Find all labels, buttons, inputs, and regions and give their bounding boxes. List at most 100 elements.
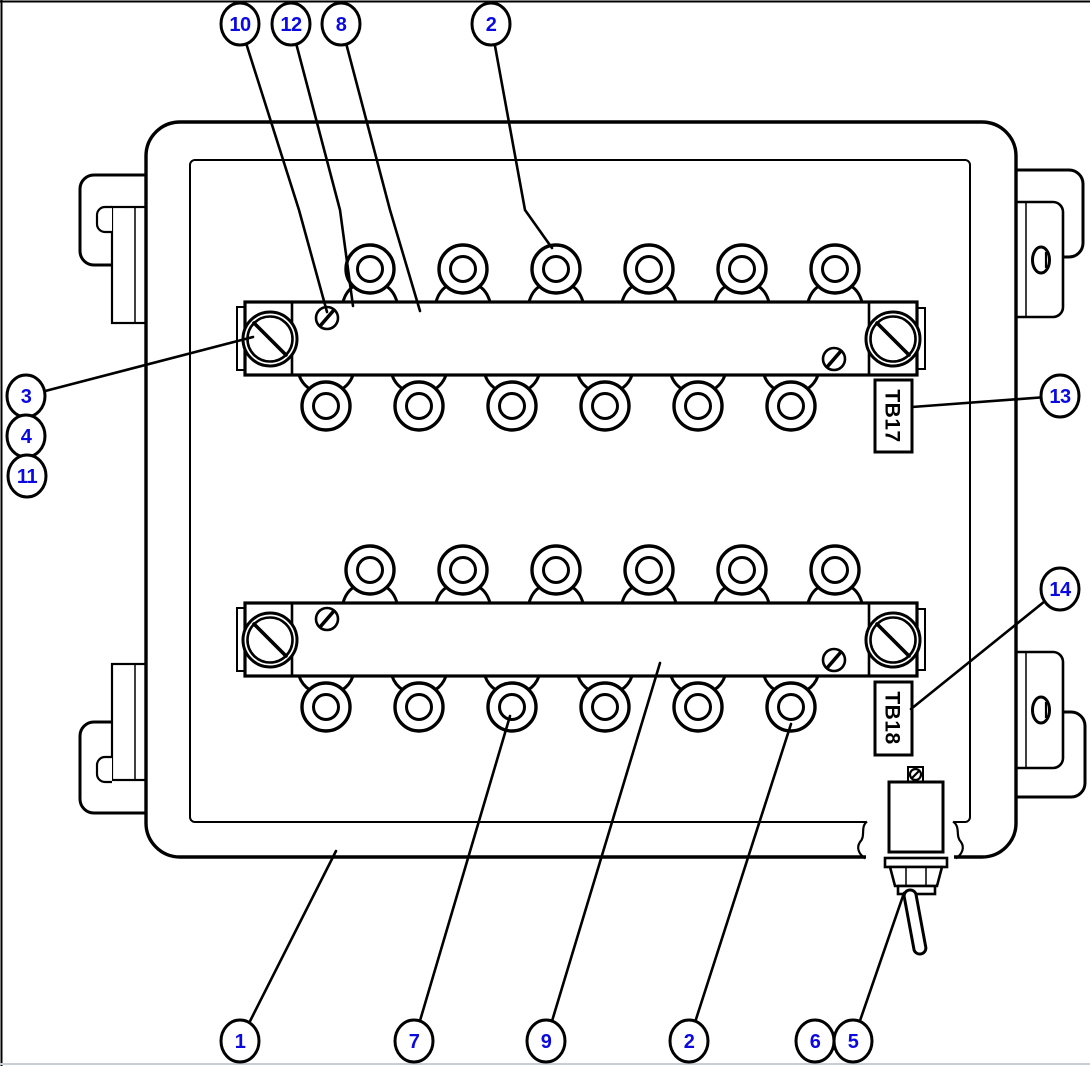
callout-6-number: 6	[810, 1031, 821, 1053]
strip-screw-slot	[318, 308, 336, 328]
ring-terminal	[579, 681, 631, 733]
callout-14-number: 14	[1049, 579, 1072, 601]
end-screw-slot	[875, 321, 911, 357]
end-screw-slot	[252, 622, 288, 658]
callout-6: 6	[794, 1018, 836, 1064]
mounting-tab-bottom-left	[78, 662, 148, 815]
label-tb17-box	[873, 378, 914, 454]
ring-terminal	[437, 544, 489, 596]
end-screw-head	[869, 616, 917, 664]
leader-line-1	[238, 849, 338, 1043]
ring-terminal-hole	[449, 255, 477, 283]
end-screw-head	[869, 315, 917, 363]
ring-terminal	[437, 243, 489, 295]
strip-screw-slot	[825, 349, 843, 369]
ring-terminal-hole	[405, 693, 433, 721]
ring-terminal	[716, 243, 768, 295]
tab-bracket	[110, 205, 148, 325]
mounting-tab-top-left	[78, 173, 148, 325]
callout-3: 3	[5, 373, 47, 419]
ring-terminal	[530, 243, 582, 295]
ring-terminal	[579, 380, 631, 432]
ring-terminal	[809, 544, 861, 596]
callout-2-bottom-number: 2	[684, 1031, 695, 1053]
ring-terminal-hole	[591, 392, 619, 420]
callout-10: 10	[219, 1, 261, 47]
leader-line-5	[851, 891, 906, 1043]
ring-terminal	[486, 380, 538, 432]
terminal-strips	[236, 243, 926, 733]
mounting-tab-bottom-right	[1017, 650, 1087, 799]
switch-flange	[883, 856, 949, 869]
ring-terminal-hole	[498, 392, 526, 420]
ring-terminal	[486, 681, 538, 733]
callout-2-bottom: 2	[668, 1018, 710, 1064]
callout-14: 14	[1039, 566, 1081, 612]
callout-12-number: 12	[280, 14, 302, 36]
callout-8: 8	[320, 1, 362, 47]
ring-terminal	[393, 681, 445, 733]
leader-line-14	[909, 587, 1062, 711]
callout-13: 13	[1039, 373, 1081, 419]
ring-terminal	[393, 380, 445, 432]
callout-8-number: 8	[336, 14, 347, 36]
ring-terminal	[530, 544, 582, 596]
callout-5-number: 5	[848, 1031, 859, 1053]
ring-terminal	[300, 681, 352, 733]
ring-terminal-hole	[312, 392, 340, 420]
callout-1-number: 1	[235, 1031, 246, 1053]
ring-terminal	[672, 380, 724, 432]
callout-9: 9	[525, 1018, 567, 1064]
callouts: 10 12 8 2 3 4 11 13 14 1 7 9 2 6 5	[5, 1, 1081, 1064]
ring-terminal-hole	[684, 392, 712, 420]
ring-terminal-hole	[356, 556, 384, 584]
tab-bracket	[110, 662, 148, 782]
ring-terminal	[716, 544, 768, 596]
ring-terminal-hole	[777, 392, 805, 420]
leader-line-13	[910, 394, 1062, 409]
label-tb18: TB18	[873, 680, 914, 757]
ring-terminal	[300, 380, 352, 432]
callout-13-number: 13	[1049, 386, 1071, 408]
ring-terminal	[623, 243, 675, 295]
callout-11: 11	[6, 453, 48, 499]
terminal-bar	[243, 300, 919, 377]
ring-terminal	[765, 380, 817, 432]
ring-terminal	[344, 243, 396, 295]
ring-terminal-hole	[821, 255, 849, 283]
callout-7: 7	[393, 1018, 435, 1064]
callout-5: 5	[832, 1018, 874, 1064]
ring-terminal	[809, 243, 861, 295]
ring-terminal	[344, 544, 396, 596]
ring-terminal	[623, 544, 675, 596]
label-tb18-text: TB18	[881, 691, 904, 744]
callout-2-top-number: 2	[486, 14, 497, 36]
ring-terminal-hole	[542, 255, 570, 283]
switch-lever	[902, 888, 928, 956]
toggle-switch	[857, 766, 964, 956]
callout-7-number: 7	[409, 1031, 420, 1053]
tab-clip	[95, 755, 112, 784]
ring-terminal	[765, 681, 817, 733]
ring-terminal-hole	[498, 693, 526, 721]
mounting-tab-top-right	[1017, 168, 1085, 319]
leader-line-12	[289, 22, 355, 308]
ring-terminal-hole	[777, 693, 805, 721]
label-tb17-text: TB17	[881, 389, 904, 442]
leader-lines	[24, 22, 1062, 1043]
callout-4-number: 4	[21, 426, 33, 448]
label-tb17: TB17	[873, 378, 914, 454]
terminal-strip-tb17	[236, 243, 926, 432]
ring-terminal-hole	[728, 255, 756, 283]
switch-body	[887, 780, 945, 854]
ring-terminal-hole	[405, 392, 433, 420]
callout-9-number: 9	[541, 1031, 552, 1053]
rim-notch-left	[857, 820, 868, 860]
callout-11-number: 11	[17, 466, 38, 488]
switch-terminal-screw-slot	[911, 770, 920, 779]
rim-notch-right	[952, 820, 964, 860]
ring-terminal-hole	[591, 693, 619, 721]
leader-line-8	[339, 22, 422, 313]
end-screw-head	[246, 616, 294, 664]
leader-line-3	[24, 335, 255, 398]
